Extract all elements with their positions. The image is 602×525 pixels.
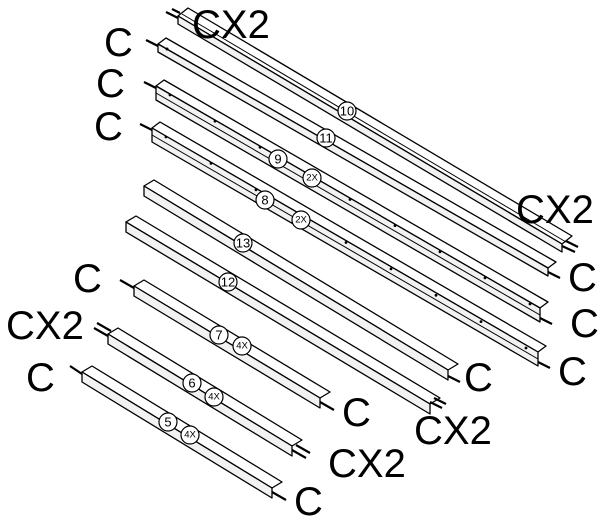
part-5-beam (69, 365, 287, 501)
mounting-hole (164, 135, 168, 139)
part-8-beam (139, 121, 551, 369)
part-13-beam (143, 179, 461, 383)
label-c-right-3: C (558, 350, 587, 394)
svg-text:2X: 2X (295, 215, 307, 226)
mounting-hole (389, 267, 393, 271)
part-7-beam (119, 279, 335, 411)
label-c-right-7: C (342, 391, 371, 435)
svg-text:7: 7 (215, 328, 222, 343)
mounting-hole (434, 293, 438, 297)
part-6-beam (93, 322, 311, 459)
part-9-beam (143, 79, 553, 325)
mounting-hole (213, 119, 217, 123)
mounting-hole (393, 224, 397, 228)
label-c-mid-1: C (464, 356, 493, 400)
callout-13: 13 (233, 233, 253, 253)
label-c-left-7: C (73, 257, 102, 301)
callout-10: 10 (337, 101, 357, 121)
svg-text:5: 5 (164, 415, 171, 430)
label-cx2-right-6: CX2 (328, 442, 406, 486)
label-c-left-5: C (26, 356, 55, 400)
mounting-hole (254, 188, 258, 192)
svg-text:6: 6 (188, 376, 195, 391)
mounting-hole (483, 276, 487, 280)
label-c-right-5: C (294, 480, 323, 524)
label-c-left-1: C (104, 21, 133, 65)
mounting-hole (209, 162, 213, 165)
svg-text:4X: 4X (236, 341, 248, 352)
label-c-right-1: C (568, 256, 597, 300)
callout-9: 9 2X (268, 149, 322, 188)
label-top-cx2: CX2 (192, 3, 270, 47)
part-11-beam (145, 37, 561, 279)
label-cx2-left-6: CX2 (6, 304, 84, 348)
label-c-left-2: C (96, 62, 125, 106)
svg-text:10: 10 (340, 104, 354, 119)
svg-text:13: 13 (236, 236, 250, 251)
callout-11: 11 (316, 128, 336, 148)
label-right-cx2: CX2 (516, 188, 594, 232)
mounting-hole (258, 145, 262, 149)
label-c-left-3: C (94, 105, 123, 149)
mounting-hole (524, 346, 528, 350)
mounting-hole (438, 250, 442, 254)
mounting-hole (348, 198, 352, 201)
svg-text:4X: 4X (184, 430, 196, 441)
mounting-hole (344, 241, 348, 244)
svg-text:8: 8 (261, 193, 268, 208)
callout-8: 8 2X (255, 190, 311, 230)
svg-text:9: 9 (274, 152, 281, 167)
part-12-beam (125, 215, 447, 415)
callout-5: 5 4X (158, 412, 200, 445)
mounting-hole (528, 302, 532, 306)
svg-text:12: 12 (221, 275, 235, 290)
mounting-hole (168, 93, 172, 97)
callout-6: 6 4X (182, 373, 224, 407)
svg-text:4X: 4X (208, 392, 220, 403)
part-10-beam (165, 7, 579, 253)
svg-text:2X: 2X (306, 173, 318, 184)
svg-text:11: 11 (319, 131, 333, 146)
mounting-hole (479, 320, 483, 323)
label-cx2-mid: CX2 (414, 409, 492, 453)
callout-12: 12 (218, 272, 238, 292)
callout-7: 7 4X (209, 325, 252, 356)
label-c-right-2: C (570, 302, 599, 346)
